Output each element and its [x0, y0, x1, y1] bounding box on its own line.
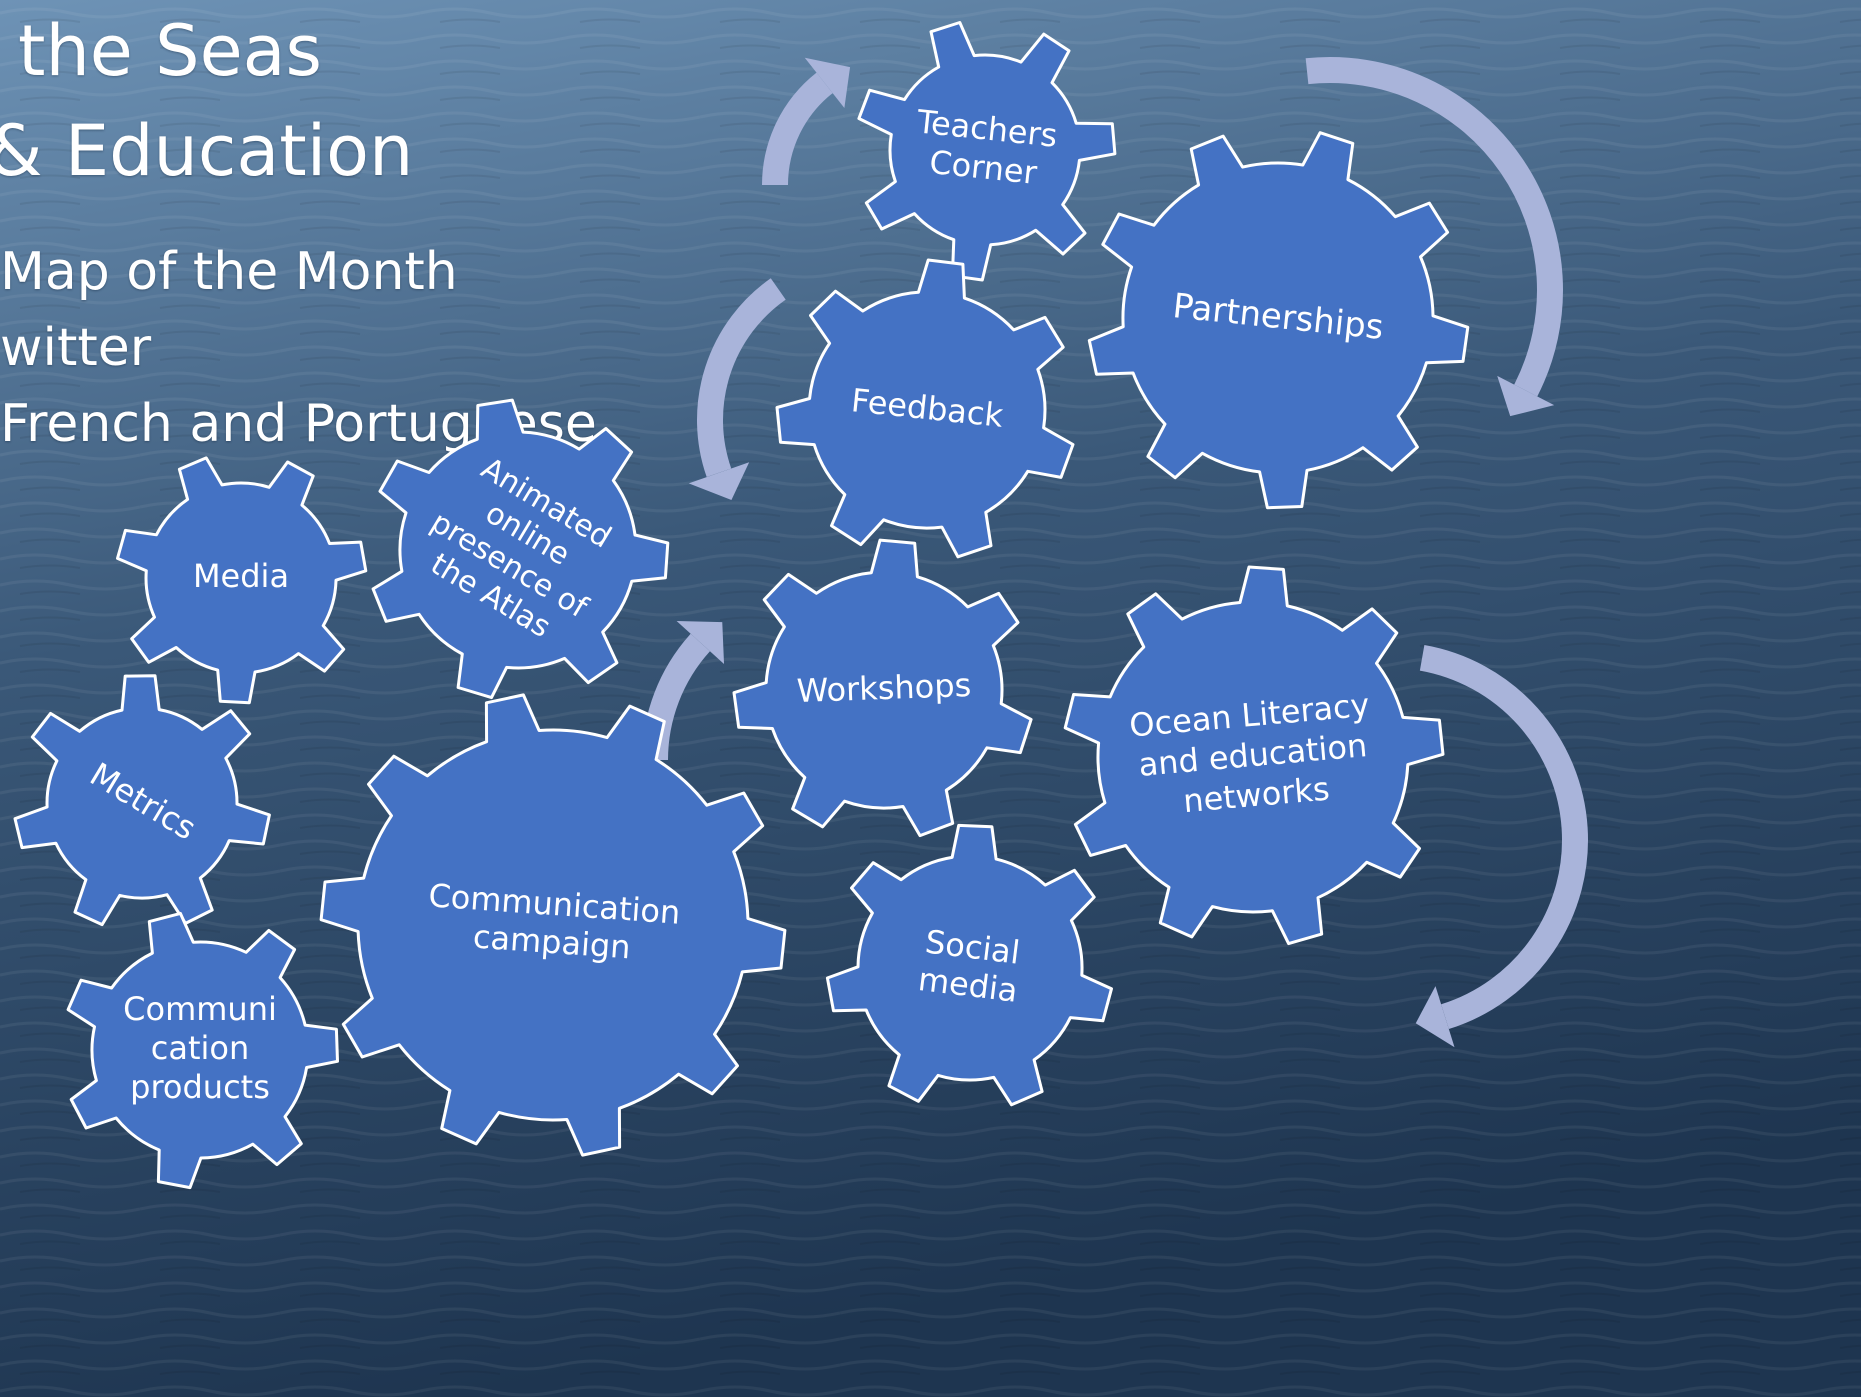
arrow-shaft — [1419, 645, 1588, 1030]
gear-shape — [13, 674, 271, 927]
gear-workshops: Workshops — [732, 538, 1033, 838]
arrow-shaft — [642, 633, 711, 761]
gear-label: Media — [193, 557, 289, 595]
gear-social-media: Socialmedia — [825, 823, 1113, 1107]
gear-shape — [319, 693, 787, 1157]
arrow-shaft — [1305, 57, 1563, 397]
arrow-to-workshops — [642, 621, 725, 761]
gear-teachers-corner: TeachersCorner — [857, 21, 1117, 282]
gear-shape — [66, 911, 339, 1190]
gear-animated-online-presence: Animatedonlinepresence ofthe Atlas — [371, 398, 670, 700]
bullet-map-of-the-month: Map of the Month — [0, 242, 458, 302]
gear-label-line: cation — [151, 1029, 250, 1067]
arrow-ocean-literacy-right — [1415, 645, 1588, 1048]
gear-media: Media — [116, 456, 368, 705]
bullet-twitter: witter — [0, 318, 152, 378]
gear-shape — [825, 823, 1113, 1107]
gear-shape — [732, 538, 1033, 838]
gear-shape — [857, 21, 1117, 282]
slide-title-line-2: & Education — [0, 110, 414, 192]
gear-ocean-literacy: Ocean Literacyand educationnetworks — [1063, 565, 1445, 946]
gear-shape — [775, 258, 1075, 559]
gear-shape — [116, 456, 368, 705]
arrow-to-teachers — [762, 57, 851, 186]
gear-feedback: Feedback — [775, 258, 1075, 559]
gear-shape — [371, 398, 670, 700]
arrow-head — [1497, 375, 1555, 417]
arrow-shaft — [697, 278, 786, 478]
slide-title-line-1: the Seas — [18, 10, 322, 92]
arrow-head — [804, 57, 851, 109]
arrow-partnerships-right — [1305, 57, 1563, 417]
gear-label-line: Communi — [123, 990, 277, 1028]
arrow-feedback-left — [688, 278, 786, 500]
gear-label: Socialmedia — [916, 922, 1024, 1010]
arrow-head — [1415, 986, 1455, 1048]
arrow-head — [676, 621, 725, 664]
arrow-head — [688, 462, 750, 500]
arrow-shaft — [762, 72, 833, 186]
gear-shape — [1087, 131, 1470, 510]
gear-shape — [1063, 565, 1445, 946]
gear-label: Workshops — [796, 666, 972, 710]
gear-label-line: Media — [193, 557, 289, 595]
gear-label-line: Workshops — [796, 666, 972, 710]
gear-label-line: products — [130, 1068, 270, 1106]
gear-metrics: Metrics — [13, 674, 271, 927]
gear-communication-campaign: Communicationcampaign — [319, 693, 787, 1157]
gear-partnerships: Partnerships — [1087, 131, 1470, 510]
